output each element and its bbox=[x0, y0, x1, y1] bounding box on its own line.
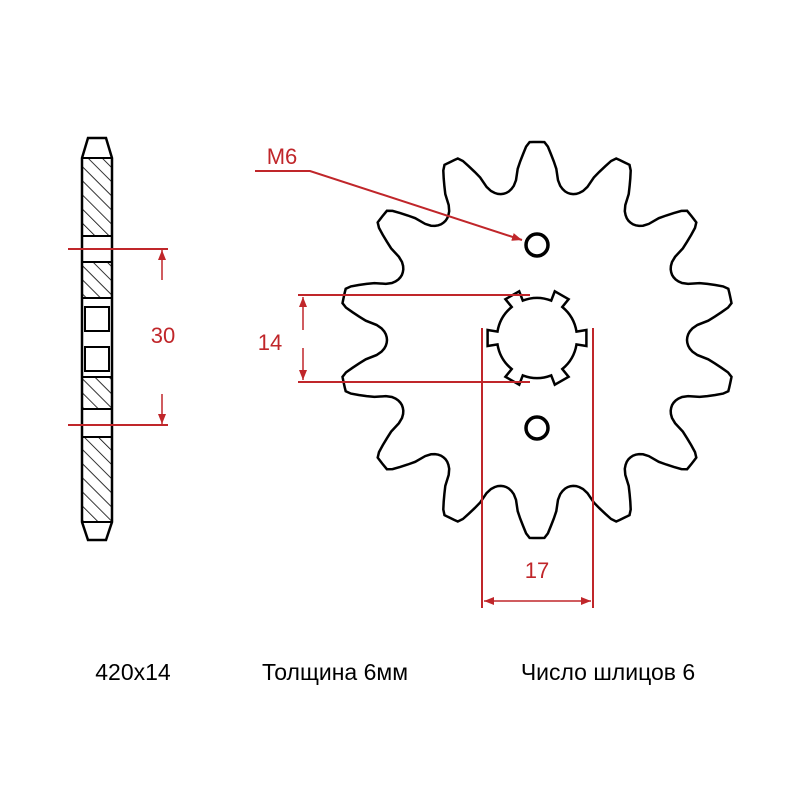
splines-label: Число шлицов 6 bbox=[521, 659, 695, 685]
m6-label: M6 bbox=[267, 144, 298, 169]
thickness-label: Толщина 6мм bbox=[262, 659, 408, 685]
bolt-hole-top bbox=[524, 232, 550, 258]
dimension-m6: M6 bbox=[255, 144, 523, 241]
dimension-hole-spacing: 30 bbox=[68, 248, 175, 426]
hole-spacing-label: 30 bbox=[151, 323, 175, 348]
spline-outer-label: 17 bbox=[525, 558, 549, 583]
spline-hole bbox=[486, 289, 588, 387]
dimension-spline-outer: 17 bbox=[481, 328, 594, 608]
dimension-spline-inner: 14 bbox=[258, 294, 530, 383]
bolt-hole-bottom bbox=[524, 415, 550, 441]
size-label: 420x14 bbox=[95, 659, 171, 685]
side-view bbox=[80, 136, 114, 542]
spline-inner-label: 14 bbox=[258, 330, 282, 355]
